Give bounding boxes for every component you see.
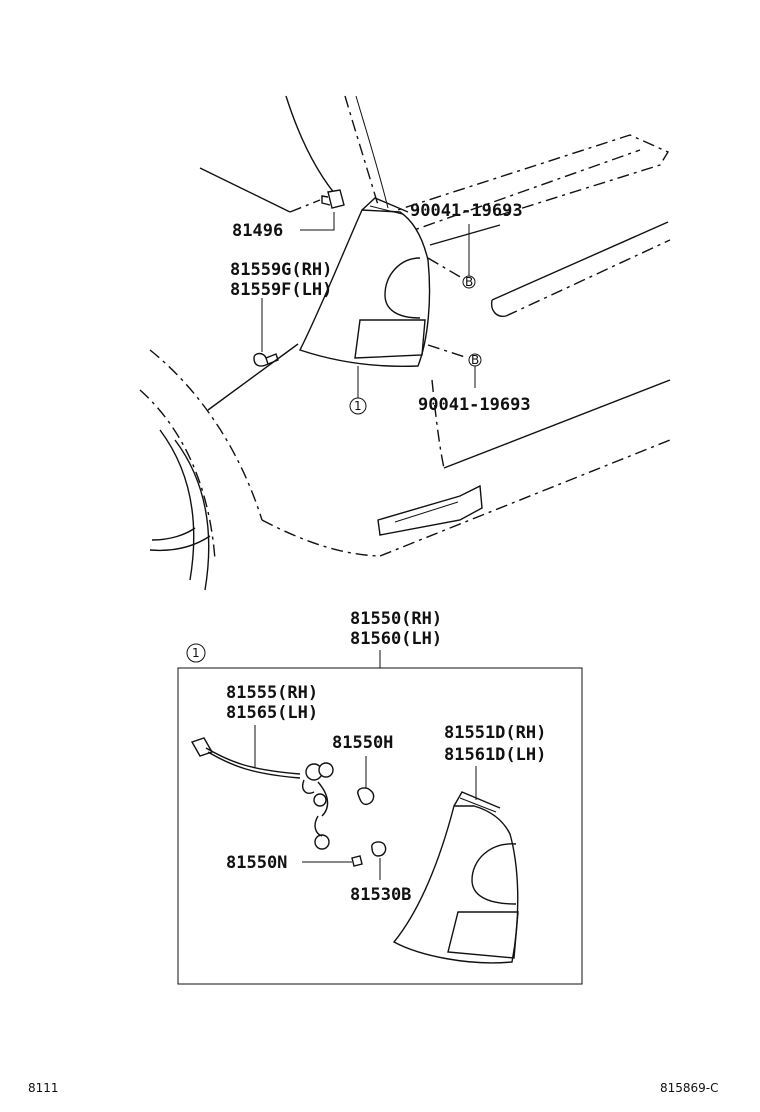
- bulb-81550h-icon: [357, 787, 375, 806]
- callout-81550n: 81550N: [226, 853, 287, 873]
- callout-81550h: 81550H: [332, 733, 393, 753]
- callout-90041-19693-lower: 90041-19693: [418, 395, 531, 415]
- callout-81565-lh: 81565(LH): [226, 703, 318, 723]
- screw-upper-leader: [427, 257, 463, 279]
- callout-81560-lh: 81560(LH): [350, 629, 442, 649]
- bulb-81550n-icon: [351, 855, 363, 867]
- callout-81561d-lh: 81561D(LH): [444, 745, 546, 765]
- bulb-81530b-icon: [371, 841, 387, 857]
- marker-1-upper-label: 1: [354, 399, 362, 413]
- part-81559-clip-icon: [253, 298, 279, 367]
- callout-81559g-rh: 81559G(RH): [230, 260, 332, 280]
- callout-81530b: 81530B: [350, 885, 411, 905]
- callout-90041-19693-upper: 90041-19693: [410, 201, 523, 221]
- marker-b-upper-label: B: [465, 275, 473, 289]
- tail-lamp-lens-icon: [392, 791, 519, 964]
- callout-81496: 81496: [232, 221, 283, 241]
- callout-81550-rh: 81550(RH): [350, 609, 442, 629]
- marker-1-box-label: 1: [192, 646, 200, 660]
- marker-1-upper-icon: [349, 397, 367, 415]
- part-81496-clip-icon: [300, 189, 345, 231]
- screw-lower-leader: [427, 344, 469, 359]
- assembly-box: [177, 667, 583, 985]
- socket-wire-harness-icon: [190, 725, 334, 850]
- marker-b-lower-label: B: [471, 353, 479, 367]
- footer-left-code: 8111: [28, 1081, 59, 1095]
- footer-right-code: 815869-C: [660, 1081, 719, 1095]
- callout-81551d-rh: 81551D(RH): [444, 723, 546, 743]
- tail-lamp-installed: [299, 197, 431, 368]
- callout-81555-rh: 81555(RH): [226, 683, 318, 703]
- car-body-outline: [139, 95, 671, 591]
- callout-81559f-lh: 81559F(LH): [230, 280, 332, 300]
- marker-1-box-icon: [186, 643, 206, 663]
